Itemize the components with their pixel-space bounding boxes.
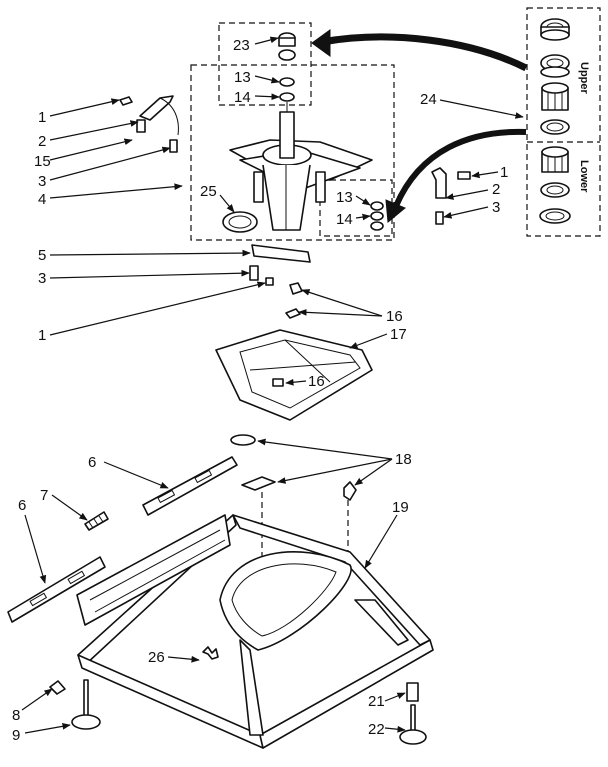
callout-6-upper: 6 [88,454,96,471]
callout-15: 15 [34,153,51,170]
callout-19: 19 [392,499,409,516]
upper-bearing-set [540,18,570,135]
part-gearcase-assembly [229,111,373,231]
part-spring [84,511,109,531]
lower-bearing-set [539,146,571,224]
callout-7: 7 [40,487,48,504]
callout-5: 5 [38,247,46,264]
callout-16-inner: 16 [308,373,325,390]
callout-24: 24 [420,91,437,108]
callout-2-upper-left: 2 [38,133,46,150]
part-rail-upper [142,456,238,516]
callout-13-top: 13 [234,69,251,86]
part-leg-left [49,679,101,730]
callout-17: 17 [390,326,407,343]
part-leg-right [399,682,427,745]
callout-4: 4 [38,191,46,208]
lower-label: Lower [578,160,590,193]
part-lower-seals [370,201,384,231]
callout-8: 8 [12,707,20,724]
callout-9: 9 [12,727,20,744]
callout-26: 26 [148,649,165,666]
leaders [21,36,524,734]
part-base-frame [76,514,434,749]
callout-2-right: 2 [492,181,500,198]
main-assembly-box [190,64,395,241]
part-clip [202,646,219,660]
part-rail-lower [7,556,106,623]
callout-1-right: 1 [500,164,508,181]
top-seal-box [218,22,312,106]
callout-3-upper-left: 3 [38,173,46,190]
callout-1-middle: 1 [38,327,46,344]
callout-6-lower: 6 [18,497,26,514]
part-strap [249,244,311,286]
callout-3-right: 3 [492,199,500,216]
callout-3-middle: 3 [38,270,46,287]
callout-14-lower: 14 [336,211,353,228]
lower-arrow [393,128,527,208]
callout-25: 25 [200,183,217,200]
callout-14-top: 14 [234,89,251,106]
part-ring [222,211,258,233]
callout-22: 22 [368,721,385,738]
part-pivot-dome [215,282,373,421]
callout-23: 23 [233,37,250,54]
part-seal-stack [278,32,296,112]
callout-16-right: 16 [386,308,403,325]
upper-label: Upper [578,62,590,95]
callout-1-upper-left: 1 [38,109,46,126]
upper-arrow [321,33,528,72]
callout-18: 18 [395,451,412,468]
callout-13-lower: 13 [336,189,353,206]
part-brackets [230,434,357,501]
upper-arrow-head [311,29,331,57]
callout-21: 21 [368,693,385,710]
lower-arrow-head [385,199,406,223]
